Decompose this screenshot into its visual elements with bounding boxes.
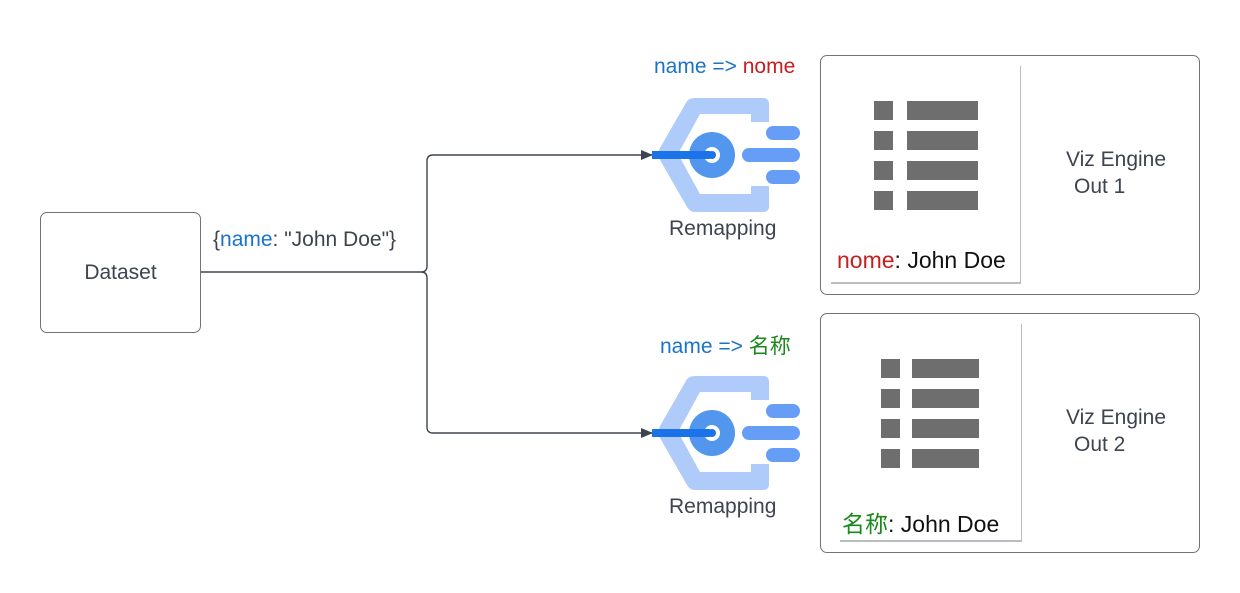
dataset-node[interactable]: Dataset [40,212,201,333]
connector-dataset-to-remap-1 [201,150,653,273]
mapping-1-arrow: => [706,55,743,78]
viz-engine-output-name: Out 1 [1074,175,1126,198]
viz-engine-label: Viz Engine Out 1 [1066,146,1166,200]
viz-engine-output-2[interactable]: 名称: John Doe Viz Engine Out 2 [820,313,1200,553]
record-value: : "John Doe"} [272,228,397,251]
remapping-icon[interactable] [650,96,802,214]
output-field: nome: John Doe [837,247,1006,274]
connector-dataset-to-remap-2 [420,271,653,438]
viz-engine-output-1[interactable]: nome: John Doe Viz Engine Out 1 [820,55,1200,295]
output-field-separator: : [888,511,901,537]
viz-engine-label: Viz Engine Out 2 [1066,404,1166,458]
output-field-value: John Doe [900,511,1000,537]
viz-engine-name: Viz Engine [1066,148,1167,171]
viz-engine-name: Viz Engine [1066,406,1167,429]
record-label: {name: "John Doe"} [213,228,396,252]
output-field: 名称: John Doe [842,505,999,539]
document-panel: nome: John Doe [831,66,1021,284]
mapping-1-from: name [654,55,707,78]
mapping-2-arrow: => [712,335,749,358]
document-panel: 名称: John Doe [840,324,1022,542]
dataset-label: Dataset [84,260,157,284]
mapping-2-to: 名称 [748,335,791,358]
remapping-icon[interactable] [650,374,802,492]
viz-engine-output-name: Out 2 [1074,433,1126,456]
output-field-key: 名称 [842,511,888,537]
output-field-separator: : [894,247,908,273]
mapping-1-to: nome [742,55,796,78]
remapping-caption-2: Remapping [669,495,777,518]
mapping-2-from: name [660,335,713,358]
mapping-rule-2: name => 名称 [660,330,791,360]
record-key: name [220,228,273,251]
record-open-brace: { [213,228,221,251]
mapping-rule-1: name => nome [654,55,795,79]
output-field-value: John Doe [907,247,1006,273]
output-field-key: nome [837,247,895,273]
remapping-caption-1: Remapping [669,217,777,240]
